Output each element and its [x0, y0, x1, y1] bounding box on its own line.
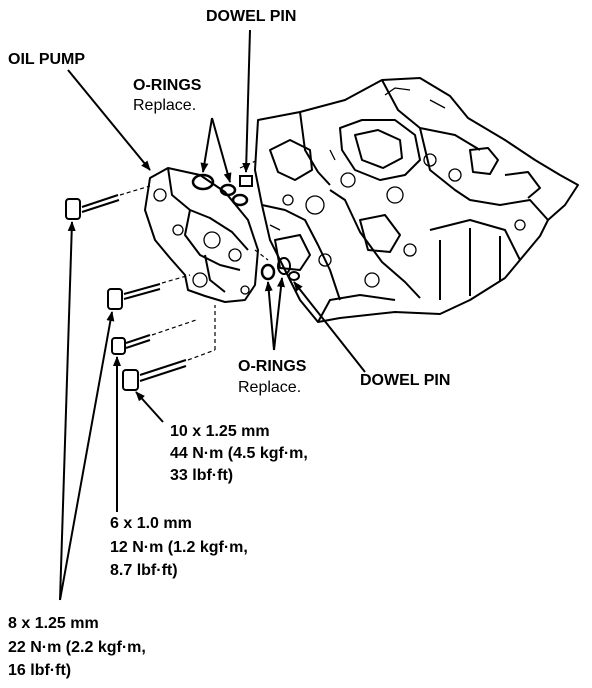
leader-dowel-pin-top	[242, 29, 251, 173]
label-o-rings-bottom: O-RINGS	[238, 358, 307, 375]
leader-dowel-pin-bottom	[293, 281, 366, 373]
engine-block-details	[269, 87, 526, 288]
spec-bolt-6-torque-1: 12 N·m (1.2 kgf·m,	[110, 539, 248, 556]
leader-bolt-10	[135, 391, 164, 423]
spec-bolt-6-torque-2: 8.7 lbf·ft)	[110, 562, 178, 579]
label-oil-pump: OIL PUMP	[8, 51, 86, 68]
oil-pump-details	[153, 188, 250, 295]
spec-bolt-8-torque-1: 22 N·m (2.2 kgf·m,	[8, 639, 146, 656]
label-o-rings-top-note: Replace.	[133, 97, 197, 114]
leader-bolt-8-mid	[59, 311, 115, 601]
label-dowel-pin-top: DOWEL PIN	[206, 8, 297, 25]
leader-o-ring-top-1	[200, 117, 213, 173]
dowel-pin-bottom	[277, 257, 300, 281]
spec-bolt-8-size: 8 x 1.25 mm	[8, 615, 99, 632]
alignment-guides	[119, 159, 269, 361]
bolt-6x1-0	[111, 334, 151, 355]
dowel-pin-top	[239, 175, 253, 187]
bolt-10x1-25	[122, 359, 187, 391]
spec-bolt-10-torque-2: 33 lbf·ft)	[170, 467, 234, 484]
o-ring-top-2	[219, 183, 249, 207]
o-ring-bottom	[260, 263, 276, 281]
spec-bolt-8-torque-2: 16 lbf·ft)	[8, 662, 72, 679]
engine-block	[254, 77, 579, 323]
leader-lines	[59, 29, 366, 601]
leader-o-ring-bottom-2	[273, 277, 285, 351]
bolt-8x1-25-top	[65, 194, 120, 220]
leader-o-ring-bottom-1	[264, 281, 275, 351]
spec-bolt-10-size: 10 x 1.25 mm	[170, 423, 270, 440]
label-dowel-pin-bottom: DOWEL PIN	[360, 372, 451, 389]
label-o-rings-bottom-note: Replace.	[238, 379, 302, 396]
spec-bolt-10-torque-1: 44 N·m (4.5 kgf·m,	[170, 445, 308, 462]
spec-bolt-6-size: 6 x 1.0 mm	[110, 515, 192, 532]
o-ring-top-1	[191, 173, 215, 191]
leader-oil-pump	[67, 69, 151, 171]
leader-bolt-8-top	[59, 221, 76, 601]
bolt-8x1-25-mid	[107, 283, 161, 310]
label-o-rings-top: O-RINGS	[133, 77, 202, 94]
leader-o-ring-top-2	[211, 117, 232, 183]
